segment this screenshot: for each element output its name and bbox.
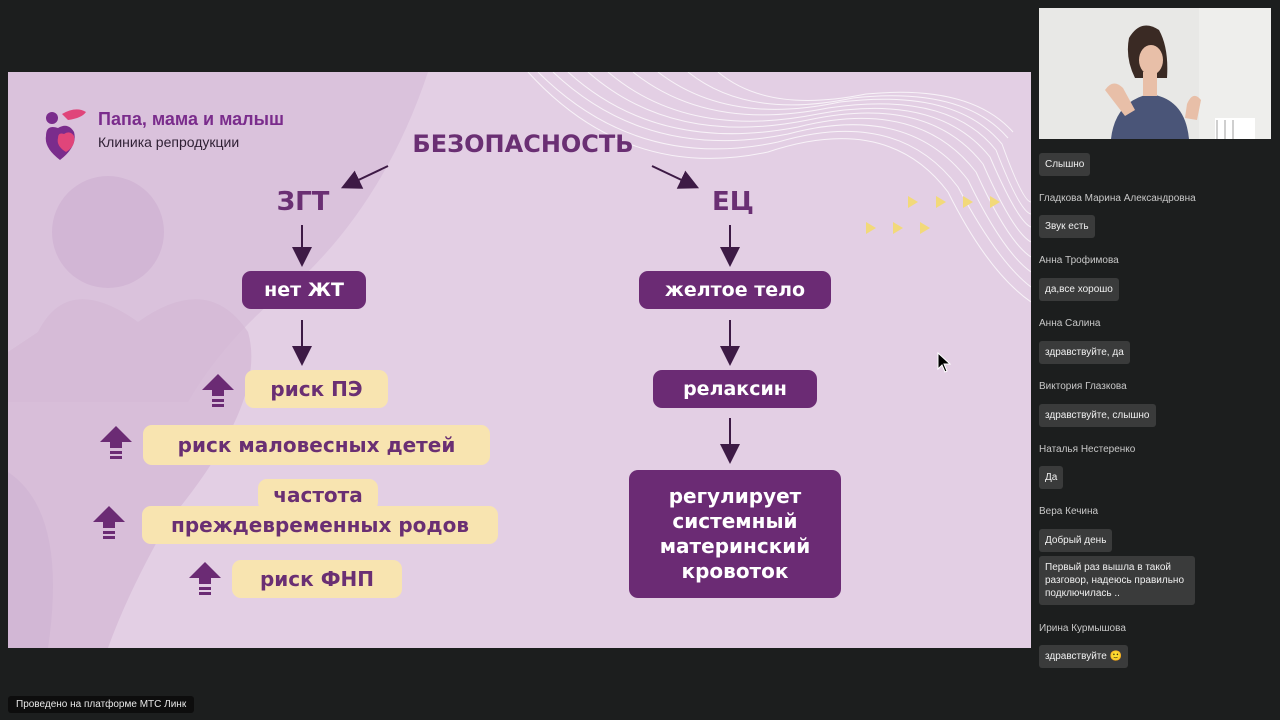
chat-author: Ирина Курмышова	[1039, 623, 1126, 634]
chat-author: Наталья Нестеренко	[1039, 444, 1136, 455]
risk-fnp-box: риск ФНП	[232, 560, 402, 598]
slide-background-decor	[8, 72, 1031, 648]
chat-author: Виктория Глазкова	[1039, 381, 1127, 392]
no-corpus-luteum-box: нет ЖТ	[242, 271, 366, 309]
platform-badge: Проведено на платформе МТС Линк	[8, 696, 195, 713]
chat-message: Слышно	[1039, 153, 1091, 176]
brand-title: Папа, мама и малыш	[98, 109, 284, 129]
regulates-line-4: кровоток	[681, 559, 789, 583]
ec-heading: ЕЦ	[712, 187, 754, 217]
increase-arrow-icon	[100, 426, 132, 459]
zgt-heading: ЗГТ	[276, 187, 330, 217]
brand-subtitle: Клиника репродукции	[98, 134, 240, 150]
increase-arrow-icon	[93, 506, 125, 539]
chat-message: да,все хорошо	[1039, 278, 1119, 301]
regulates-line-2: системный	[672, 509, 798, 533]
preterm-birth-box: преждевременных родов	[142, 506, 498, 544]
chat-message: Звук есть	[1039, 215, 1095, 238]
risk-pe-box: риск ПЭ	[245, 370, 388, 408]
safety-heading: БЕЗОПАСНОСТЬ	[412, 130, 634, 158]
chat-message: Да	[1039, 466, 1064, 489]
increase-arrow-icon	[202, 374, 234, 407]
speaker-video	[1039, 8, 1271, 139]
chat-author: Анна Салина	[1039, 318, 1101, 329]
chat-message: здравствуйте, слышно	[1039, 404, 1156, 427]
chat-message: Добрый день	[1039, 529, 1113, 552]
chat-message: Первый раз вышла в такой разговор, надею…	[1039, 556, 1195, 605]
preterm-frequency-box: частота	[258, 479, 378, 511]
increase-arrow-icon	[189, 562, 221, 595]
chat-author: Вера Кечина	[1039, 506, 1099, 517]
clinic-logo-icon	[45, 109, 86, 160]
regulates-blood-flow-box: регулирует системный материнский кровото…	[629, 470, 841, 598]
regulates-line-3: материнский	[659, 534, 811, 558]
chat-message: здравствуйте 🙂	[1039, 645, 1129, 668]
regulates-line-1: регулирует	[668, 484, 802, 508]
chat-author: Гладкова Марина Александровна	[1039, 193, 1196, 204]
corpus-luteum-box: желтое тело	[639, 271, 831, 309]
chat-message: здравствуйте, да	[1039, 341, 1130, 364]
relaxin-box: релаксин	[653, 370, 817, 408]
speaker-video-frame	[1039, 8, 1271, 139]
risk-low-weight-box: риск маловесных детей	[143, 425, 490, 465]
flow-arrows	[292, 165, 740, 464]
presentation-slide: Папа, мама и малыш Клиника репродукции Б…	[8, 72, 1031, 648]
mouse-cursor-icon	[937, 352, 951, 373]
chat-author: Анна Трофимова	[1039, 255, 1119, 266]
